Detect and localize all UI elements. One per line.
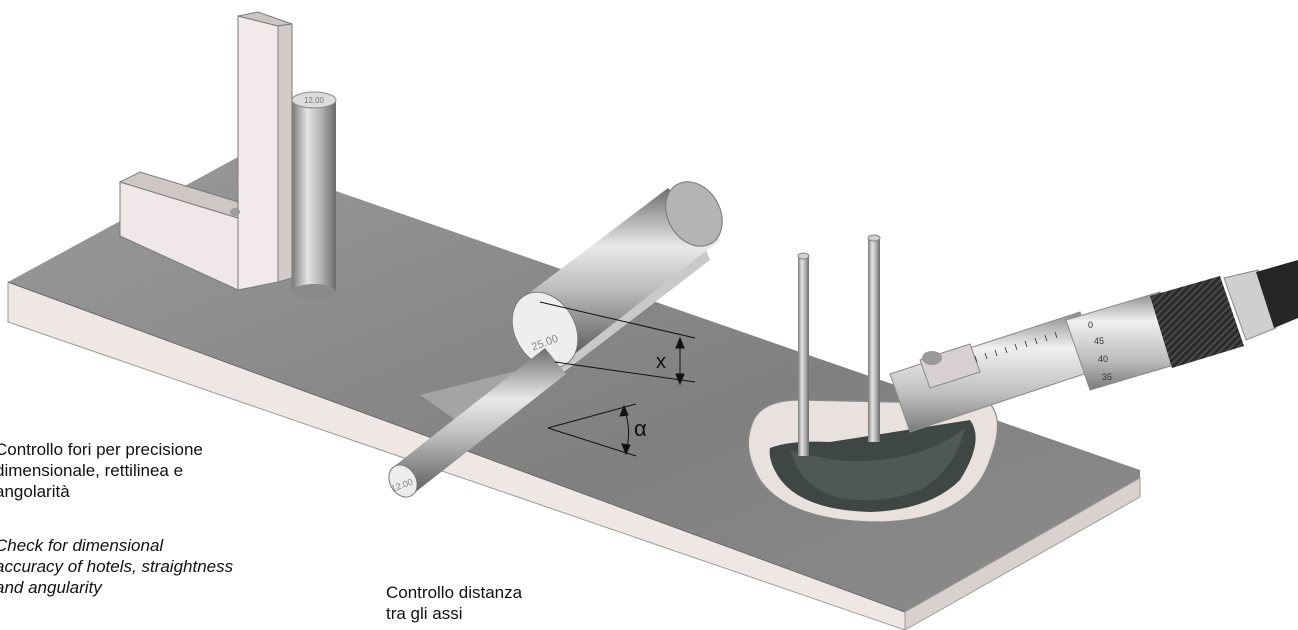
large-pin-end-face: [511, 291, 579, 369]
small-horizontal-pin: 12.00: [388, 348, 566, 498]
angle-square-gauge: [118, 11, 293, 291]
small-pin-end-face: [388, 464, 418, 498]
angle-dimension: [547, 403, 637, 457]
plate-right-face: [904, 477, 1141, 630]
caption-center-distance: Controllo distanza tra gli assi: [386, 583, 523, 623]
caption-bore-check-english: Check for dimensional accuracy of hotels…: [0, 536, 234, 597]
angle-symbol: α: [634, 416, 647, 441]
distance-symbol: x: [656, 351, 666, 373]
large-horizontal-pin: 25.00: [511, 181, 723, 375]
micrometer-scale-40: 40: [1098, 354, 1108, 364]
vertical-pin: 12.00: [291, 91, 337, 300]
micrometer-scale-0: 0: [1088, 320, 1093, 330]
distance-dimension: [539, 301, 696, 386]
micrometer: 0 45 40 35: [747, 234, 1298, 523]
caption-bore-check-italian: Controllo fori per precisione dimensiona…: [0, 440, 203, 501]
vertical-pin-size-label: 12.00: [304, 96, 325, 105]
micrometer-scale-45: 45: [1094, 336, 1104, 346]
micrometer-scale-35: 35: [1102, 372, 1112, 382]
